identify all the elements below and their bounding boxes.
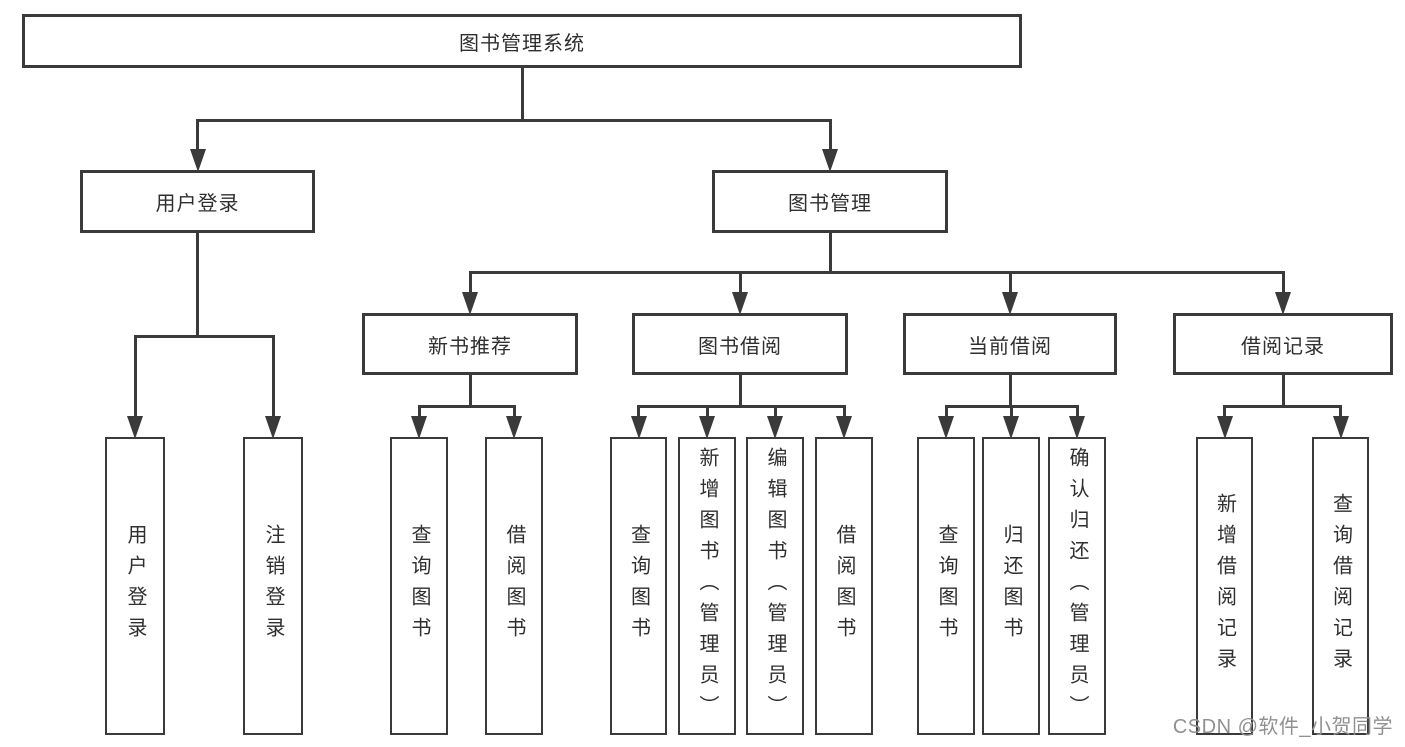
connector-line xyxy=(417,404,516,408)
connector-line xyxy=(196,231,199,336)
arrowhead-down-icon xyxy=(630,416,647,439)
node-leaf-borrow-book-2: 借阅图书 xyxy=(815,437,873,735)
arrowhead-down-icon xyxy=(732,292,748,315)
arrowhead-down-icon xyxy=(1275,292,1291,315)
connector-line xyxy=(196,118,832,122)
node-leaf-query-record: 查询借阅记录 xyxy=(1312,437,1369,735)
connector-line xyxy=(468,373,472,406)
node-leaf-return-book: 归还图书 xyxy=(982,437,1040,735)
arrowhead-down-icon xyxy=(767,416,783,439)
node-leaf-user-login: 用户登录 xyxy=(105,437,165,735)
node-leaf-add-book: 新增图书（管理员） xyxy=(678,437,736,735)
arrowhead-down-icon xyxy=(1069,416,1085,439)
node-current-borrow: 当前借阅 xyxy=(903,313,1117,375)
node-borrow-records: 借阅记录 xyxy=(1173,313,1393,375)
connector-line xyxy=(196,120,199,162)
node-leaf-add-record: 新增借阅记录 xyxy=(1196,437,1253,735)
connector-line xyxy=(738,272,742,305)
node-leaf-logout: 注销登录 xyxy=(243,437,303,735)
arrowhead-down-icon xyxy=(462,292,478,315)
arrowhead-down-icon xyxy=(699,416,715,439)
arrowhead-down-icon xyxy=(1002,292,1018,315)
node-leaf-confirm-return: 确认归还（管理员） xyxy=(1048,437,1106,735)
connector-line xyxy=(828,120,832,162)
node-leaf-edit-book: 编辑图书（管理员） xyxy=(746,437,804,735)
arrowhead-down-icon xyxy=(265,416,281,439)
connector-line xyxy=(468,270,1285,274)
arrowhead-down-icon xyxy=(127,416,143,439)
arrowhead-down-icon xyxy=(189,149,206,172)
connector-line xyxy=(133,334,275,338)
csdn-watermark: CSDN @软件_小贺同学 xyxy=(1172,716,1393,738)
connector-line xyxy=(468,272,472,305)
arrowhead-down-icon xyxy=(1332,416,1349,439)
connector-line xyxy=(133,336,137,429)
connector-line xyxy=(1281,373,1285,406)
connector-line xyxy=(271,336,275,429)
connector-line xyxy=(637,404,846,408)
node-book-mgmt-group: 图书管理 xyxy=(712,170,948,233)
node-leaf-query-book-2: 查询图书 xyxy=(610,437,667,735)
node-leaf-query-book-3: 查询图书 xyxy=(917,437,975,735)
node-new-book-rec: 新书推荐 xyxy=(362,313,578,375)
arrowhead-down-icon xyxy=(836,416,852,439)
arrowhead-down-icon xyxy=(822,149,838,172)
arrowhead-down-icon xyxy=(506,416,522,439)
arrowhead-down-icon xyxy=(938,416,954,439)
connector-line xyxy=(1281,272,1285,305)
arrowhead-down-icon xyxy=(1216,416,1233,439)
arrowhead-down-icon xyxy=(1003,416,1019,439)
connector-line xyxy=(1008,272,1012,305)
node-root: 图书管理系统 xyxy=(22,14,1022,68)
connector-line xyxy=(1223,404,1342,408)
connector-line xyxy=(520,66,524,120)
connector-line xyxy=(1008,373,1012,406)
node-leaf-query-book-1: 查询图书 xyxy=(390,437,448,735)
connector-line xyxy=(828,231,832,272)
connector-line xyxy=(738,373,742,406)
node-book-borrow: 图书借阅 xyxy=(632,313,848,375)
arrowhead-down-icon xyxy=(411,416,427,439)
node-user-login-group: 用户登录 xyxy=(80,170,315,233)
node-leaf-borrow-book-1: 借阅图书 xyxy=(485,437,543,735)
